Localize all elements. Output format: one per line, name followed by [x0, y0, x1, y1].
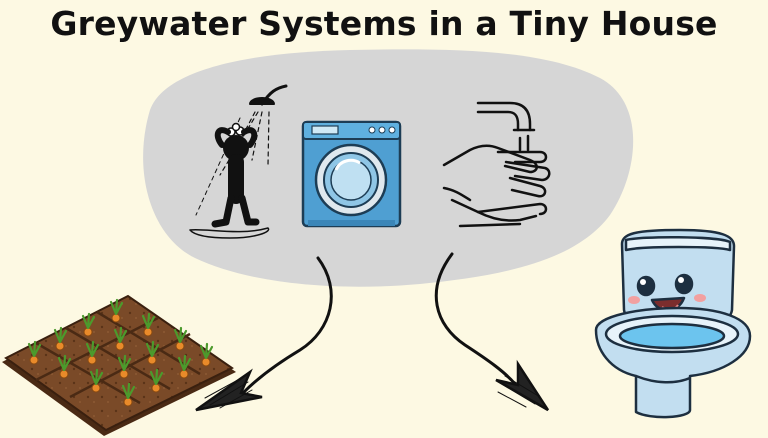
- diagram-title: Greywater Systems in a Tiny House: [50, 4, 718, 43]
- washing-machine-icon: [301, 120, 402, 228]
- vegetable-garden-icon: [2, 294, 236, 436]
- hand-washing-icon: [442, 101, 551, 228]
- arrow-icon: [195, 256, 333, 412]
- shower-person-icon: [189, 84, 288, 239]
- arrow-icon: [434, 252, 550, 412]
- toilet-icon: [594, 228, 752, 419]
